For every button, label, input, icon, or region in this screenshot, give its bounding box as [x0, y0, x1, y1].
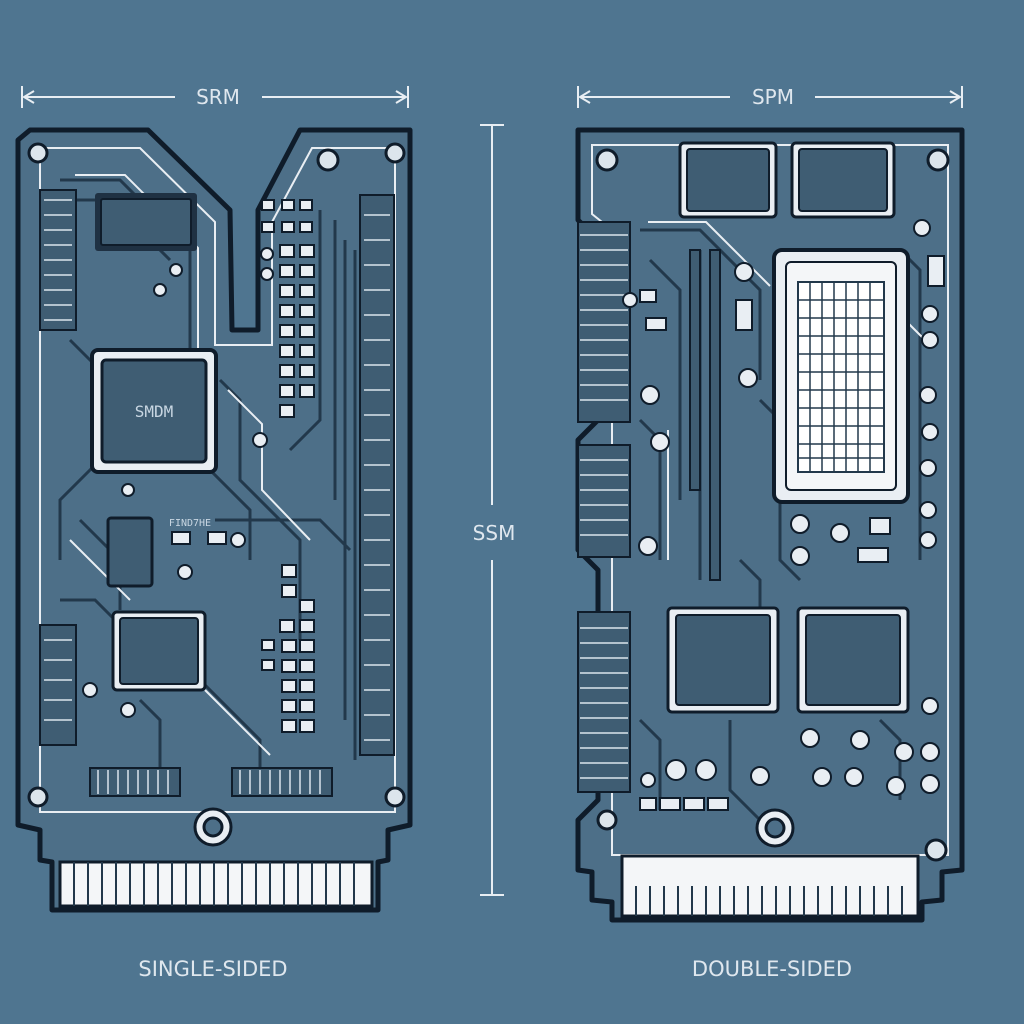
right-bottom-chip-2	[796, 606, 910, 714]
double-sided-module	[575, 127, 965, 923]
right-bottom-mount	[755, 808, 795, 848]
right-board	[575, 127, 965, 923]
single-sided-module: SMDM FIND7HE	[15, 127, 413, 913]
left-bottom-chip	[111, 610, 207, 692]
left-width-dimension	[21, 86, 409, 108]
right-top-chip-2	[790, 141, 896, 219]
left-small-parts	[171, 531, 246, 580]
single-sided-caption: SINGLE-SIDED	[138, 957, 287, 981]
right-components	[622, 219, 945, 811]
right-side-pins	[577, 221, 631, 793]
left-small-component	[106, 516, 154, 588]
left-main-chip	[90, 348, 218, 474]
double-sided-caption: DOUBLE-SIDED	[692, 957, 852, 981]
small-chip-label: FIND7HE	[169, 518, 211, 529]
left-bottom-mount	[193, 807, 233, 847]
right-top-chip-1	[678, 141, 778, 219]
left-width-label: SRM	[196, 85, 240, 109]
left-traces	[58, 178, 357, 780]
left-bottom-connectors	[89, 767, 333, 797]
left-mount-holes	[27, 142, 406, 808]
right-edge-contacts	[620, 854, 920, 918]
left-top-chip	[95, 193, 197, 251]
left-component-column	[82, 199, 315, 733]
right-mount-holes	[595, 148, 950, 862]
right-bottom-chip-1	[666, 606, 780, 714]
right-middle-pins	[689, 249, 721, 581]
height-label: SSM	[473, 521, 516, 545]
right-width-label: SPM	[752, 85, 794, 109]
left-edge-contacts	[58, 860, 374, 908]
right-memory-grid-chip	[772, 248, 910, 504]
left-side-pins	[39, 189, 395, 756]
main-chip-label: SMDM	[135, 402, 174, 421]
height-dimension	[480, 124, 504, 896]
right-width-dimension	[577, 86, 963, 108]
